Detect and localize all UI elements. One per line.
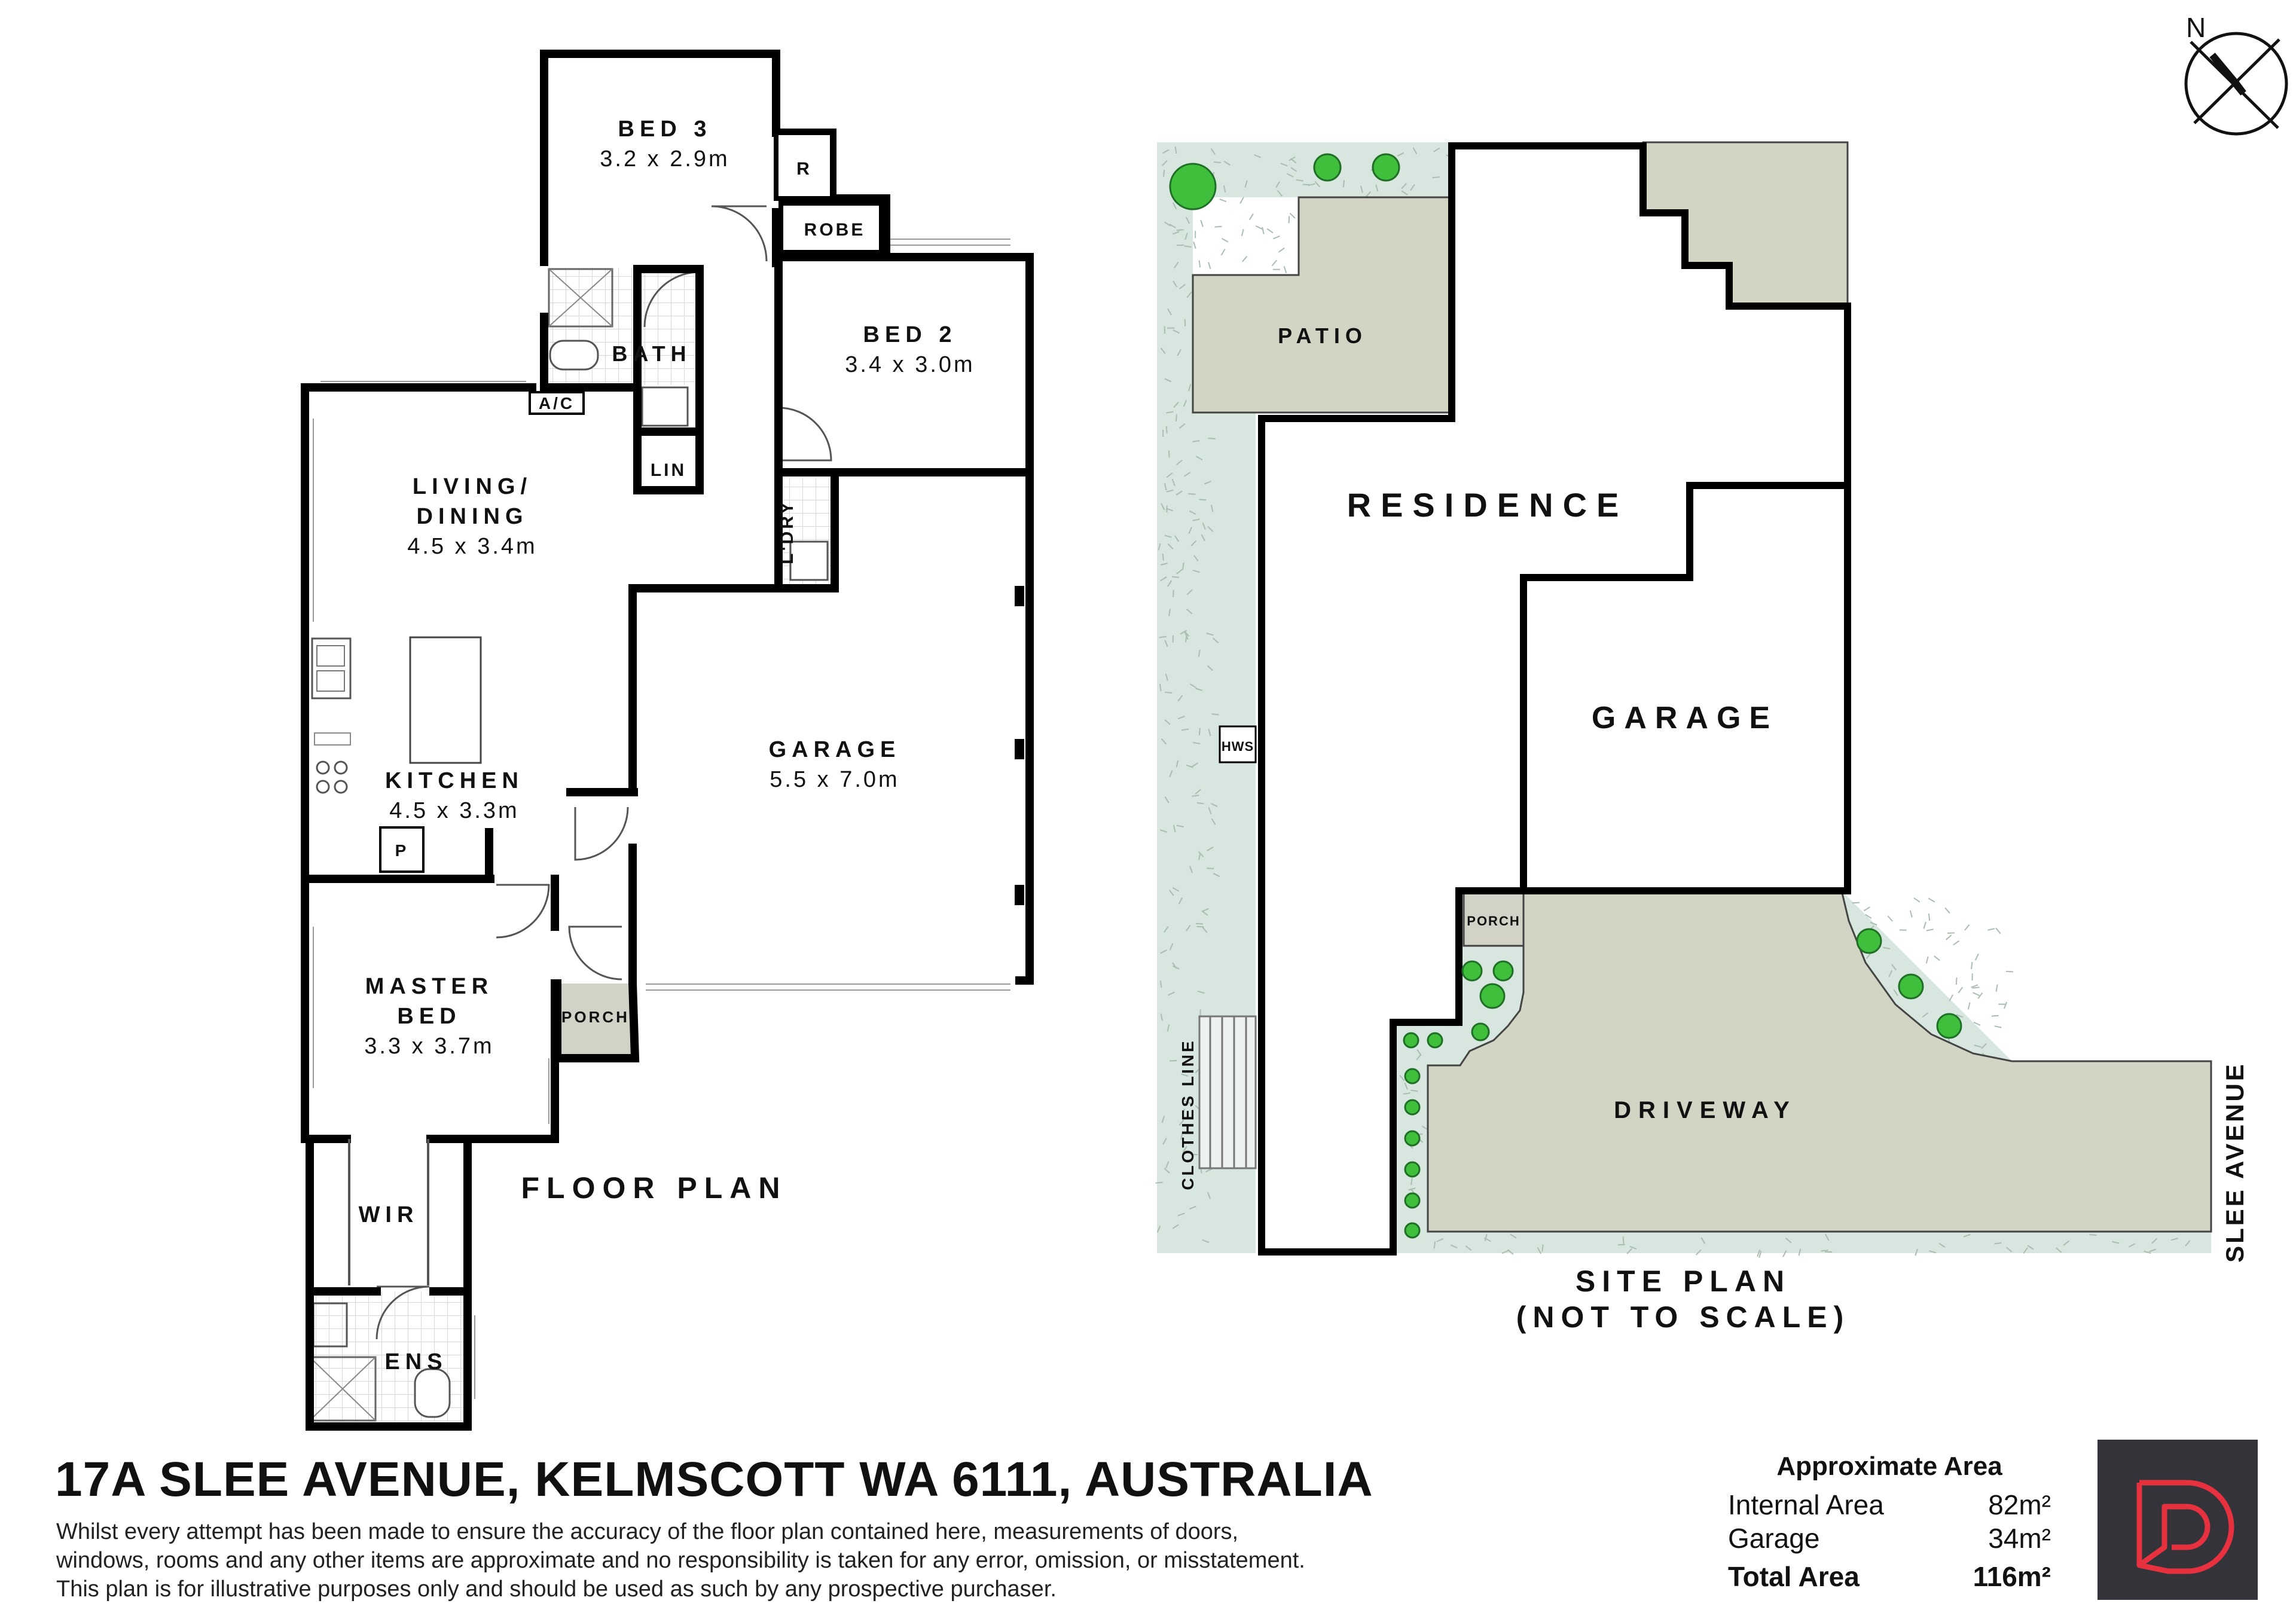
cooktop [316, 760, 348, 794]
porch-label: PORCH [561, 1008, 630, 1026]
ens-label: ENS [384, 1349, 447, 1374]
fixtures [309, 268, 829, 1422]
door-swings [375, 205, 832, 1340]
area-label: Internal Area [1728, 1489, 1884, 1520]
site-garage-label: GARAGE [1592, 701, 1778, 735]
shrub-icon [1404, 1068, 1421, 1085]
trees [1169, 153, 1962, 1239]
area-title: Approximate Area [1776, 1452, 2002, 1481]
floor-plan: BED 3 3.2 x 2.9m BED 2 3.4 x 3.0m LIVING… [301, 50, 1034, 1431]
kitchen-label: KITCHEN [385, 768, 524, 793]
living-label: LIVING/ [413, 474, 532, 499]
area-label: Total Area [1728, 1561, 1860, 1592]
shrub-icon [1404, 1130, 1421, 1147]
hws-box [1219, 725, 1257, 763]
address-heading: 17A SLEE AVENUE, KELMSCOTT WA 6111, AUST… [55, 1452, 1373, 1507]
dining-label: DINING [417, 504, 529, 529]
shrub-icon [1403, 1032, 1419, 1049]
bath-label: BATH [612, 341, 691, 366]
shrub-icon [1404, 1192, 1421, 1209]
north-arrow-icon: N [2184, 12, 2288, 136]
pantry [379, 826, 425, 873]
driveway-label: DRIVEWAY [1614, 1097, 1797, 1123]
ensuite-toilet [414, 1368, 451, 1418]
shrub-icon [1404, 1161, 1421, 1178]
r-cupboard [774, 130, 835, 201]
kitchen-island [409, 636, 482, 764]
disclaimer-line-3: This plan is for illustrative purposes o… [56, 1577, 1057, 1602]
patio [1192, 196, 1453, 414]
shrub-icon [1169, 163, 1217, 210]
ac-unit [529, 391, 585, 415]
kitchen-dims: 4.5 x 3.3m [389, 798, 519, 823]
street-label: SLEE AVENUE [2221, 1062, 2249, 1263]
r-label: R [796, 159, 812, 179]
area-value: 34m² [1988, 1523, 2051, 1554]
wir-label: WIR [359, 1202, 419, 1227]
shrub-icon [1461, 960, 1483, 982]
master-label: MASTER [365, 974, 493, 999]
site-plan: PATIO RESIDENCE GARAGE HWS PORCH DRIVEWA… [1155, 12, 2288, 1334]
master-dims: 3.3 x 3.7m [364, 1034, 494, 1059]
hws-label: HWS [1222, 739, 1254, 754]
brand-mark-icon [2136, 1480, 2234, 1574]
pantry-label: P [395, 841, 409, 860]
shrub-icon [1492, 960, 1514, 982]
clothes-line-label: CLOTHES LINE [1178, 1038, 1197, 1190]
bed2-label: BED 2 [863, 322, 957, 347]
garden-area [1157, 142, 1452, 1253]
garage-dims: 5.5 x 7.0m [770, 767, 899, 792]
robe [778, 201, 884, 255]
garage-piers [1015, 586, 1024, 905]
site-porch-label: PORCH [1467, 914, 1520, 928]
shrub-icon [1856, 928, 1882, 954]
site-plan-subtitle: (NOT TO SCALE) [1516, 1300, 1851, 1334]
shrub-icon [1404, 1099, 1421, 1116]
area-value: 82m² [1988, 1489, 2051, 1520]
master-label-2: BED [397, 1004, 461, 1029]
shrub-icon [1471, 1022, 1490, 1041]
ac-label: A/C [539, 394, 575, 413]
shower [548, 268, 613, 328]
patio-label: PATIO [1278, 323, 1367, 348]
robe-label: ROBE [804, 220, 866, 240]
clothes-line [1198, 1015, 1257, 1169]
bed3-dims: 3.2 x 2.9m [600, 146, 729, 172]
driveway [1427, 890, 2212, 1233]
shrub-icon [1427, 1032, 1443, 1049]
living-dims: 4.5 x 3.4m [407, 534, 537, 559]
brand-logo [2097, 1440, 2258, 1600]
disclaimer-line-2: windows, rooms and any other items are a… [56, 1548, 1305, 1573]
lin-label: LIN [651, 460, 686, 480]
site-plan-title: SITE PLAN [1576, 1264, 1791, 1298]
site-porch [1463, 892, 1525, 947]
garage-label: GARAGE [769, 737, 901, 762]
north-label: N [2186, 12, 2206, 43]
shrub-icon [1372, 153, 1400, 182]
area-label: Garage [1728, 1523, 1820, 1554]
ldry-label: L'DRY [777, 500, 797, 564]
area-value: 116m² [1973, 1561, 2051, 1592]
toilet-bath [549, 340, 599, 371]
porch-fill [557, 983, 631, 1055]
shrub-icon [1404, 1222, 1421, 1239]
site-garage [1520, 482, 1851, 894]
bed3-label: BED 3 [618, 117, 712, 142]
disclaimer-line-1: Whilst every attempt has been made to en… [56, 1519, 1239, 1544]
floor-plan-title: FLOOR PLAN [521, 1171, 787, 1205]
shrub-icon [1936, 1013, 1962, 1039]
shrub-icon [1313, 153, 1342, 182]
shrub-icon [1479, 983, 1506, 1009]
bed2-dims: 3.4 x 3.0m [845, 352, 975, 377]
shrub-icon [1898, 973, 1924, 1000]
kitchen-sink [311, 637, 352, 699]
residence-label: RESIDENCE [1347, 486, 1629, 524]
